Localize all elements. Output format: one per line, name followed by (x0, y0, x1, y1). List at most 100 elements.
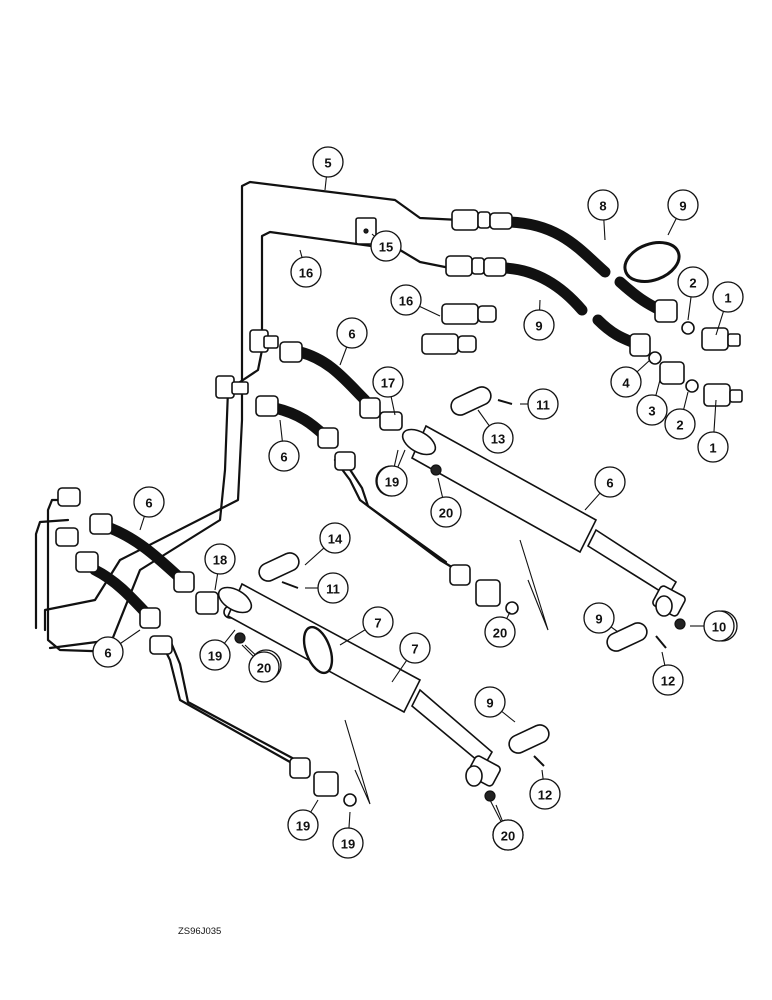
callout-19: 19 (376, 449, 408, 497)
callout-leader (506, 611, 511, 619)
callout-circle (430, 496, 462, 528)
callout-leader (495, 804, 503, 822)
callout-2: 2 (664, 391, 696, 440)
callout-leader (390, 396, 396, 416)
callout-label: 6 (348, 327, 355, 342)
callout-leader (397, 449, 406, 468)
callout-leader (324, 176, 327, 191)
callout-7: 7 (391, 632, 431, 683)
callout-11: 11 (520, 388, 559, 420)
callout-leader (348, 811, 351, 829)
callout-circle (372, 366, 404, 398)
callout-20: 20 (430, 477, 462, 528)
callout-leader (419, 305, 441, 317)
tube-5 (43, 180, 462, 632)
callout-label: 6 (104, 646, 111, 661)
callout-19: 19 (332, 811, 364, 859)
callout-circle (583, 602, 615, 634)
callout-17: 17 (372, 366, 404, 416)
callout-circle (664, 408, 696, 440)
callout-label: 7 (411, 642, 418, 657)
callout-label: 9 (486, 696, 493, 711)
pin-18-right (606, 622, 648, 652)
fittings-lower-cylinder (55, 487, 357, 807)
fittings-upper-cylinder (255, 341, 519, 615)
callout-12: 12 (652, 651, 684, 696)
callout-circle (399, 632, 431, 664)
callout-6: 6 (268, 419, 300, 472)
callout-circle (92, 636, 124, 668)
callout-label: 16 (299, 266, 313, 281)
hose-clamp-17 (623, 241, 681, 283)
callout-label: 2 (689, 276, 696, 291)
callout-circle (652, 664, 684, 696)
hose-6-upper (294, 346, 371, 406)
hose-6-left-lower (89, 564, 151, 618)
callout-leader (214, 573, 219, 591)
callout-leader (667, 218, 677, 236)
callout-8: 8 (587, 189, 619, 241)
callout-circle (290, 256, 322, 288)
callout-leader (683, 391, 689, 410)
callout-label: 4 (622, 376, 630, 391)
callout-circle (610, 366, 642, 398)
callout-19: 19 (287, 799, 319, 841)
callout-18: 18 (204, 543, 236, 591)
hose-16-lower (499, 262, 638, 348)
callout-leader (339, 629, 366, 646)
callout-leader (393, 449, 399, 467)
callout-20: 20 (489, 799, 524, 851)
callout-circle (703, 610, 735, 642)
callout-label: 11 (326, 582, 340, 597)
callout-label: 9 (595, 612, 602, 627)
callout-5: 5 (312, 146, 344, 191)
callout-label: 12 (538, 788, 552, 803)
callout-circle (317, 572, 349, 604)
figure-code: ZS96J035 (178, 926, 221, 937)
callout-label: 6 (606, 476, 613, 491)
callout-circle (370, 230, 402, 262)
callout-leader (636, 359, 651, 373)
callout-leader (655, 379, 661, 396)
callout-circle (390, 284, 422, 316)
callout-7: 7 (339, 606, 394, 646)
callout-circle (204, 543, 236, 575)
tube-lower-return (34, 498, 122, 654)
tee-fittings (215, 329, 279, 399)
callout-9: 9 (523, 299, 555, 341)
callout-label: 12 (661, 674, 675, 689)
callout-circle (319, 522, 351, 554)
callout-leader (610, 626, 619, 633)
callout-label: 8 (599, 199, 606, 214)
callout-4: 4 (610, 359, 651, 398)
callout-circle (268, 440, 300, 472)
callout-circle (474, 686, 506, 718)
callout-20: 20 (484, 611, 516, 648)
callout-6: 6 (336, 317, 368, 366)
callout-label: 9 (535, 319, 542, 334)
callout-11: 11 (305, 572, 349, 604)
callout-10: 10 (690, 610, 735, 642)
callout-circle (677, 266, 709, 298)
callout-label: 19 (341, 837, 355, 852)
callout-leader (541, 769, 544, 780)
callout-leader (339, 346, 348, 366)
callout-circle (712, 281, 744, 313)
callout-14: 14 (304, 522, 351, 566)
callout-leader (310, 799, 319, 813)
callout-circle (376, 465, 408, 497)
callout-label: 6 (145, 496, 152, 511)
callout-label: 11 (536, 398, 550, 413)
callout-leader (715, 311, 725, 336)
callout-circle (336, 317, 368, 349)
callout-leader (489, 799, 502, 822)
callout-circle (636, 394, 668, 426)
callout-leader (713, 399, 717, 433)
fitting-14 (421, 303, 497, 355)
callout-label: 1 (709, 441, 716, 456)
callout-leader (584, 492, 601, 511)
callout-circle (133, 486, 165, 518)
callout-13: 13 (477, 409, 514, 454)
callout-9: 9 (667, 189, 699, 236)
